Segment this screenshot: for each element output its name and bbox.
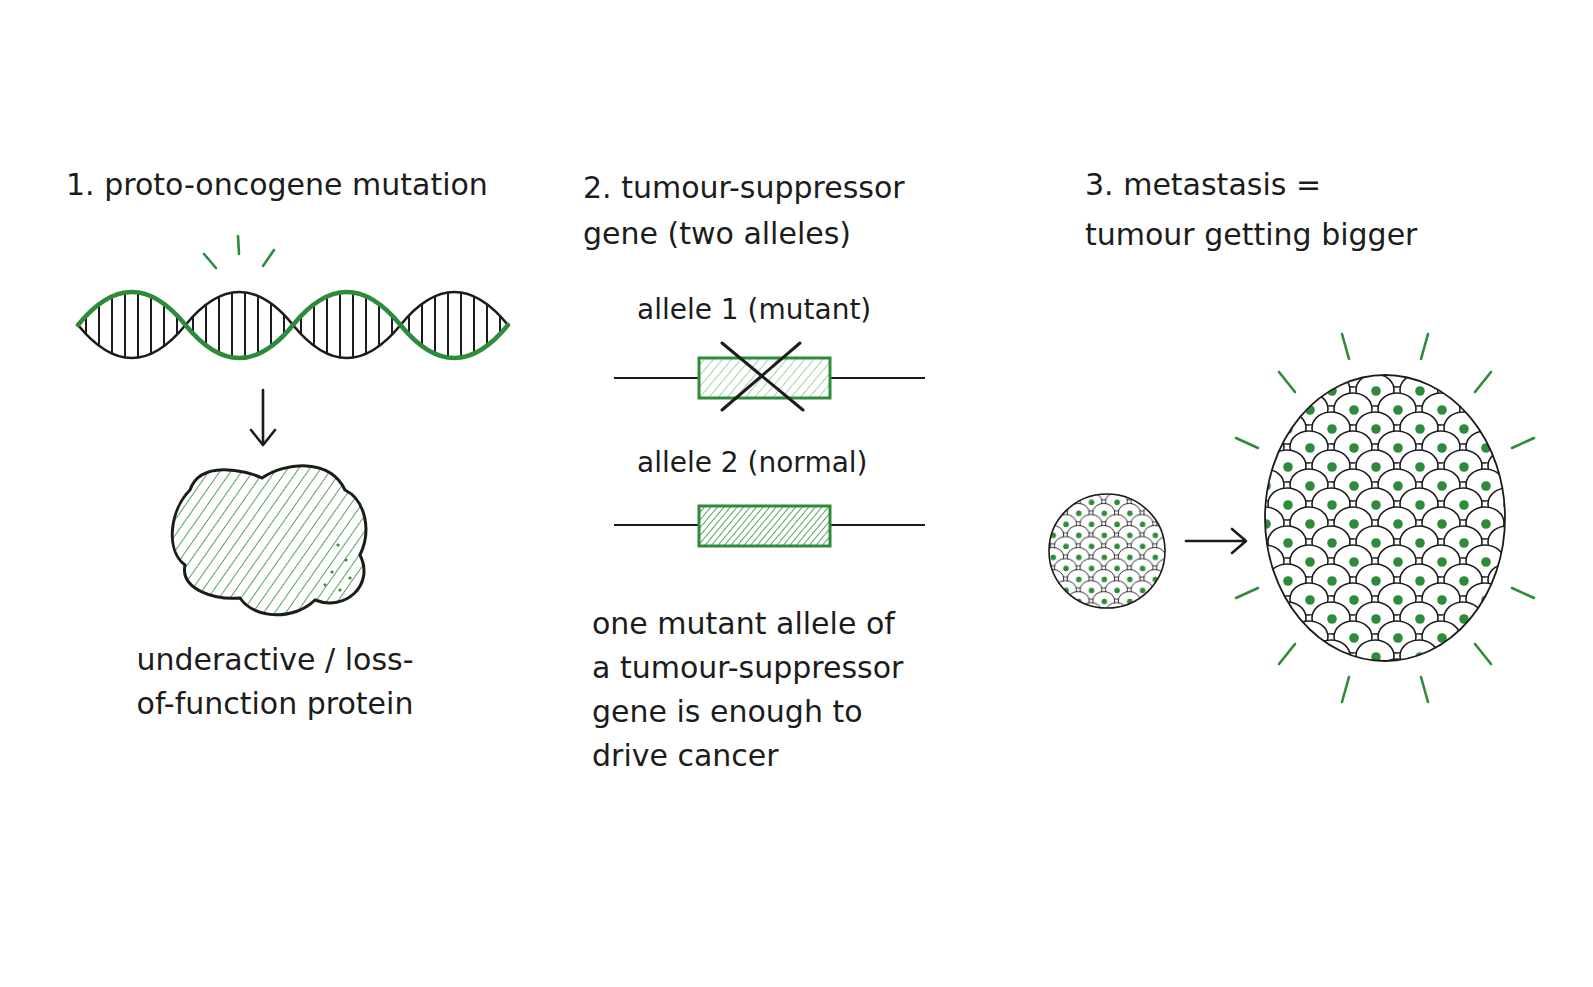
allele-label: allele 1 (mutant) <box>637 292 871 328</box>
panel-heading: 3. metastasis = tumour getting bigger <box>1085 160 1485 260</box>
allele-2-gene <box>614 506 925 546</box>
large-tumour <box>1260 370 1510 665</box>
allele-1-gene <box>614 343 925 410</box>
small-tumour <box>1045 490 1170 615</box>
panel-heading: 2. tumour-suppressor gene (two alleles) <box>583 165 943 257</box>
allele-label: allele 2 (normal) <box>637 445 868 481</box>
panel-heading: 1. proto-oncogene mutation <box>66 163 488 207</box>
arrow <box>251 390 275 445</box>
dna-helix <box>78 280 508 370</box>
protein-caption: underactive / loss-of-function protein <box>130 638 420 726</box>
arrow <box>1186 529 1246 553</box>
growth-rays <box>1236 334 1534 702</box>
note-text: one mutant allele of a tumour-suppressor… <box>592 602 914 778</box>
protein-blob <box>160 450 380 630</box>
emphasis-marks <box>204 236 274 268</box>
